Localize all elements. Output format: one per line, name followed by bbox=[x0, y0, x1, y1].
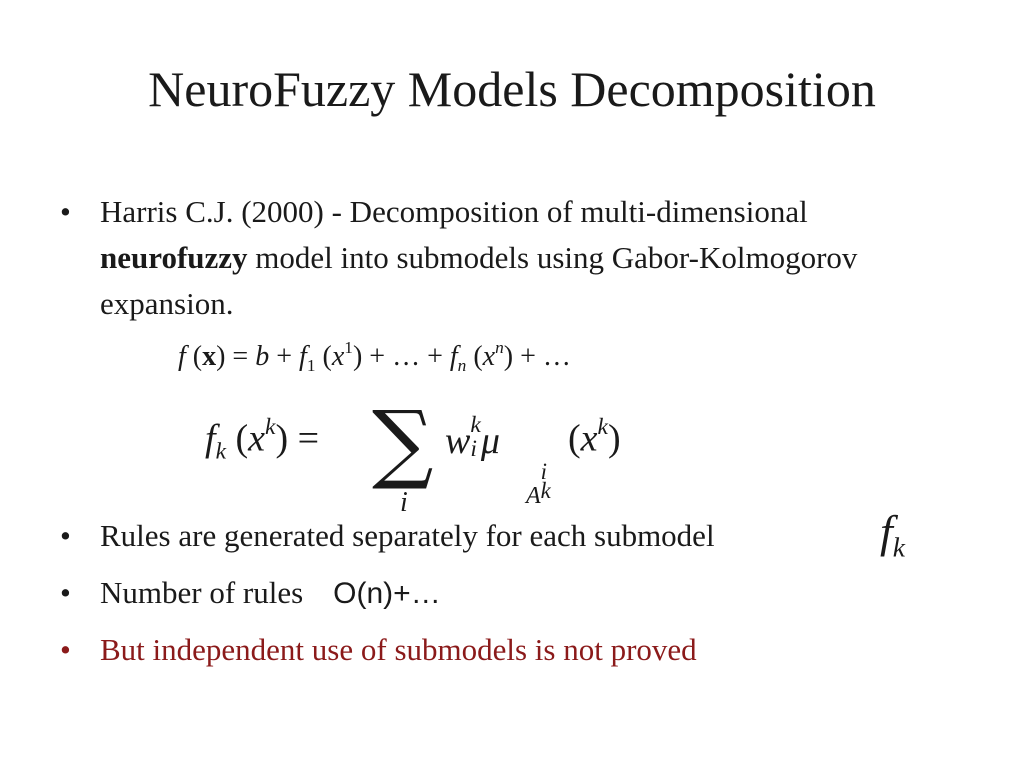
eq-symbol: + bbox=[269, 341, 300, 373]
eq-subscript: 1 bbox=[306, 356, 316, 376]
bullet-number-of-rules: Number of rules O(n)+… bbox=[60, 570, 441, 617]
bullet-rules-generated: Rules are generated separately for each … bbox=[60, 513, 715, 559]
equation-submodel: fk (xk) = bbox=[205, 414, 319, 466]
bullet-text: Harris C.J. (2000) - Decomposition of mu… bbox=[100, 194, 808, 229]
eq-symbol: μ bbox=[480, 420, 500, 463]
eq-symbol: f bbox=[205, 417, 216, 460]
submodel-symbol: fk bbox=[880, 506, 906, 563]
eq-subscript: n bbox=[457, 356, 467, 376]
bullet-text: model into submodels using Gabor-Kolmogo… bbox=[100, 240, 858, 321]
eq-symbol: ( bbox=[185, 341, 203, 373]
equation-submodel-argument: (xk) bbox=[568, 414, 621, 460]
summation-sign: ∑ bbox=[372, 393, 434, 493]
bullet-text: Number of rules bbox=[100, 575, 304, 610]
eq-symbol: ) = bbox=[216, 341, 256, 373]
eq-symbol: f bbox=[449, 341, 458, 373]
eq-symbol: x bbox=[202, 341, 217, 373]
eq-superscript: k bbox=[597, 414, 608, 440]
eq-symbol: f bbox=[178, 341, 186, 373]
rules-complexity: O(n)+… bbox=[333, 577, 441, 610]
bullet-independent-use: But independent use of submodels is not … bbox=[60, 627, 697, 673]
eq-symbol: w bbox=[445, 420, 471, 463]
eq-symbol: x bbox=[580, 417, 598, 460]
eq-symbol: ( bbox=[568, 417, 581, 460]
eq-superscript: k bbox=[265, 414, 276, 440]
slide-title: NeuroFuzzy Models Decomposition bbox=[148, 61, 876, 117]
eq-subscript: k bbox=[215, 438, 227, 465]
eq-symbol: ( bbox=[315, 341, 332, 373]
eq-symbol: ( bbox=[466, 341, 483, 373]
eq-symbol: ) + … + bbox=[352, 341, 450, 373]
bullet-bold-text: neurofuzzy bbox=[100, 240, 248, 275]
eq-superscript: n bbox=[495, 338, 504, 357]
equation-expansion: f (x) = b + f1 (x1) + … + fn (xn) + … bbox=[178, 338, 571, 376]
eq-symbol: ( bbox=[226, 417, 249, 460]
eq-symbol: f bbox=[299, 341, 307, 373]
eq-symbol: b bbox=[255, 341, 270, 373]
eq-symbol: ) + … bbox=[503, 341, 571, 373]
eq-symbol: x bbox=[482, 341, 496, 373]
eq-superscript: 1 bbox=[344, 338, 353, 357]
summation-index: i bbox=[400, 487, 408, 518]
bullet-harris: Harris C.J. (2000) - Decomposition of mu… bbox=[60, 189, 880, 327]
eq-symbol: ) bbox=[607, 417, 621, 460]
eq-symbol: x bbox=[331, 341, 345, 373]
eq-symbol: ) = bbox=[275, 417, 320, 460]
eq-symbol: x bbox=[248, 417, 266, 460]
